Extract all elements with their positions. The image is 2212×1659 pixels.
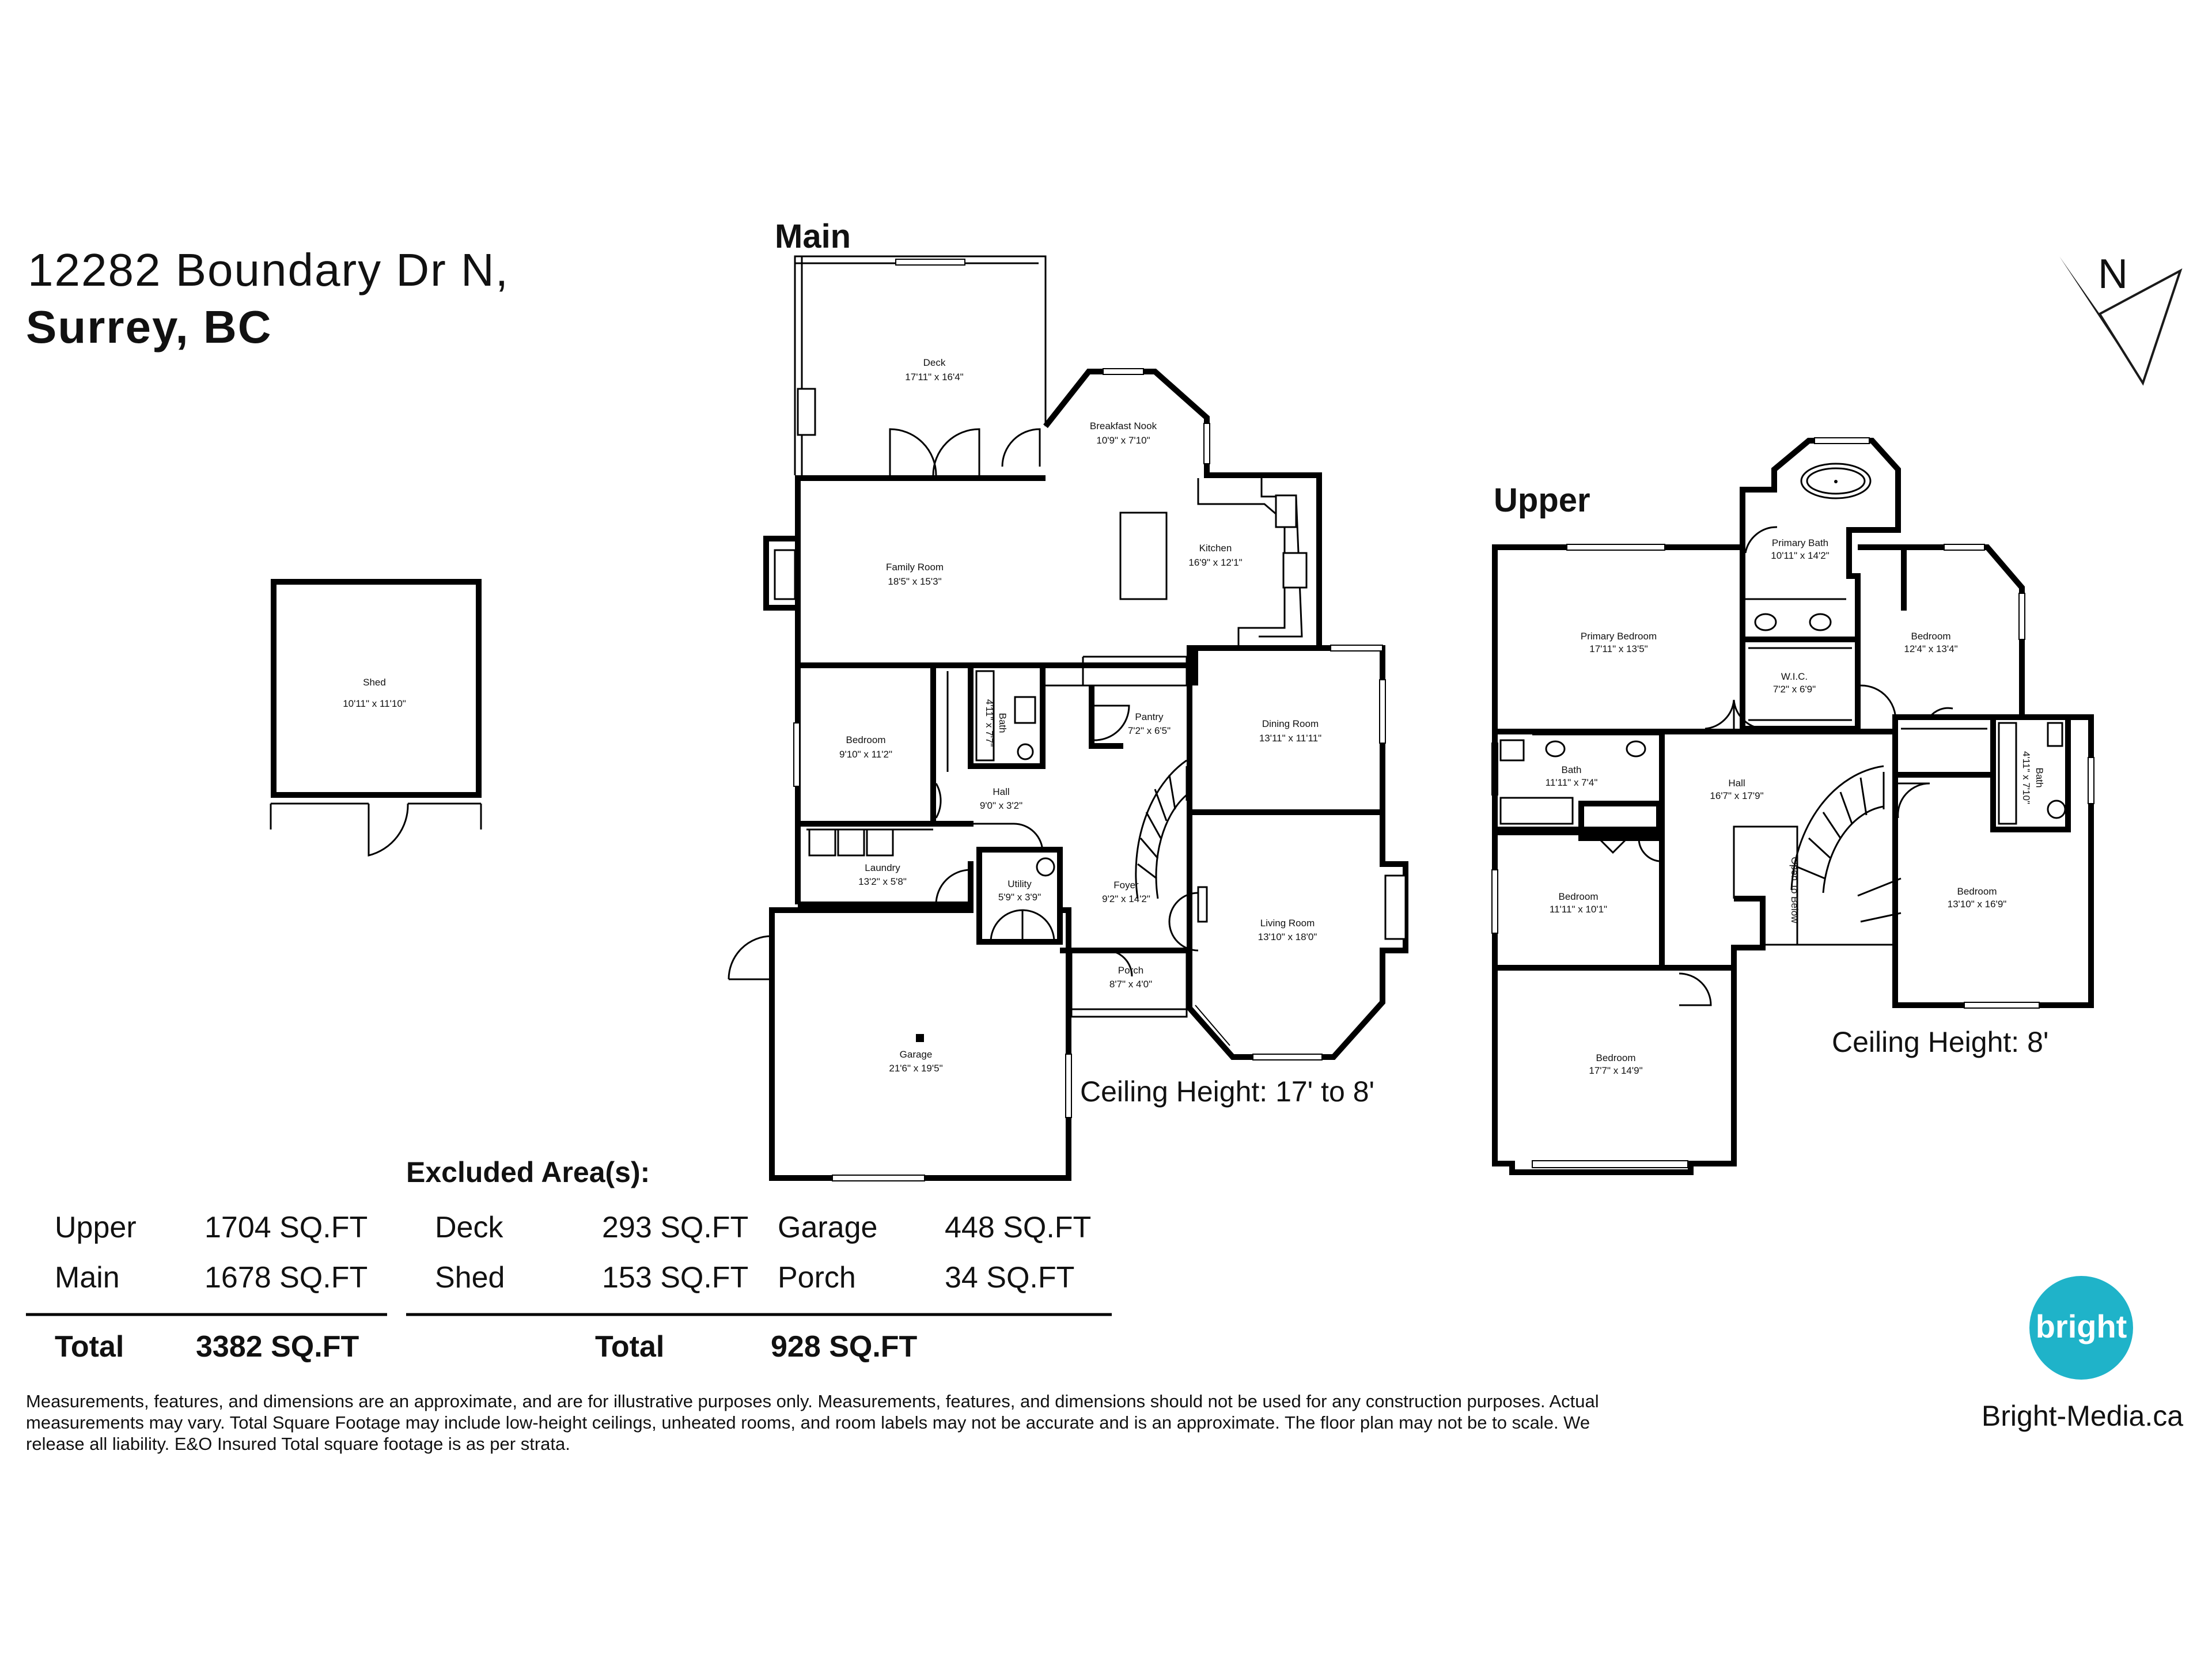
shed-dim: 10'11" x 11'10" [343,698,406,709]
upper-room-bedroom-w-dim: 11'11" x 10'1" [1550,904,1607,915]
disclaimer-line-2: measurements may vary. Total Square Foot… [26,1412,1590,1433]
main-room-deck-name: Deck [923,357,946,368]
excluded-value-shed: 153 SQ.FT [602,1261,748,1294]
upper-room-bedroom-e-name: Bedroom [1957,886,1997,897]
excluded-label-porch: Porch [778,1261,856,1294]
upper-room-open-below: Open To Below [1789,857,1800,924]
upper-room-bath-dim: 11'11" x 7'4" [1546,777,1598,788]
excluded-value-garage: 448 SQ.FT [945,1211,1091,1244]
excluded-value-porch: 34 SQ.FT [945,1261,1074,1294]
upper-room-bedroom-ne-name: Bedroom [1911,631,1951,642]
excluded-total-label: Total [595,1330,664,1363]
main-room-living-name: Living Room [1260,918,1315,929]
main-room-nook-name: Breakfast Nook [1090,421,1157,431]
upper-room-wic-dim: 7'2" x 6'9" [1773,684,1816,695]
upper-room-bath-name: Bath [1562,764,1582,775]
main-room-garage-dim: 21'6" x 19'5" [889,1063,942,1074]
upper-floor-plan: Primary Bath 10'11" x 14'2" Primary Bedr… [1491,437,2094,1175]
main-room-laundry-name: Laundry [865,862,900,873]
upper-room-bedroom-w-name: Bedroom [1559,891,1599,902]
excluded-label-deck: Deck [435,1211,503,1244]
north-label: N [2098,251,2128,297]
upper-room-primary-bedroom-dim: 17'11" x 13'5" [1589,643,1647,654]
main-room-utility-name: Utility [1007,878,1032,889]
upper-room-primary-bath-name: Primary Bath [1772,537,1828,548]
upper-floor-title: Upper [1494,482,1590,519]
brand-website: Bright-Media.ca [1982,1400,2183,1432]
upper-room-primary-bedroom-name: Primary Bedroom [1581,631,1657,642]
main-room-porch-dim: 8'7" x 4'0" [1109,979,1152,990]
excluded-label-garage: Garage [778,1211,877,1244]
upper-room-hall-name: Hall [1728,778,1745,789]
area-value-main: 1678 SQ.FT [204,1261,368,1294]
main-room-family-dim: 18'5" x 15'3" [888,576,941,587]
upper-ceiling-height: Ceiling Height: 8' [1832,1026,2048,1058]
main-room-bath-dim: 4'11" x 7'7" [984,699,995,747]
main-room-foyer-dim: 9'2" x 14'2" [1102,893,1150,904]
main-floor-plan: Deck 17'11" x 16'4" Breakfast Nook 10'9"… [728,255,1408,1181]
disclaimer-line-1: Measurements, features, and dimensions a… [26,1391,1599,1411]
area-label-main: Main [55,1261,120,1294]
main-room-bedroom-dim: 9'10" x 11'2" [839,749,892,760]
address-line-1: 12282 Boundary Dr N, [28,244,509,296]
upper-room-hall-dim: 16'7" x 17'9" [1710,790,1763,801]
excluded-title: Excluded Area(s): [406,1156,650,1188]
main-room-deck-dim: 17'11" x 16'4" [905,372,963,382]
main-room-garage-name: Garage [900,1049,933,1060]
upper-room-wic-name: W.I.C. [1781,671,1808,682]
main-room-nook-dim: 10'9" x 7'10" [1096,435,1150,446]
area-total-value: 3382 SQ.FT [196,1330,359,1363]
main-room-kitchen-dim: 16'9" x 12'1" [1188,557,1242,568]
main-room-living-dim: 13'10" x 18'0" [1258,931,1317,942]
excluded-total-value: 928 SQ.FT [771,1330,918,1363]
main-room-kitchen-name: Kitchen [1199,543,1232,554]
area-value-upper: 1704 SQ.FT [204,1211,368,1244]
excluded-value-deck: 293 SQ.FT [602,1211,748,1244]
upper-room-bedroom-ne-dim: 12'4" x 13'4" [1904,643,1957,654]
excluded-label-shed: Shed [435,1261,505,1294]
main-room-porch-name: Porch [1118,965,1143,976]
main-room-pantry-name: Pantry [1135,711,1164,722]
upper-room-bedroom-e-dim: 13'10" x 16'9" [1948,899,2007,910]
upper-room-bedroom-s-name: Bedroom [1596,1052,1636,1063]
disclaimer-line-3: release all liability. E&O Insured Total… [26,1434,570,1454]
main-room-hall-dim: 9'0" x 3'2" [980,800,1022,811]
shed-plan: Shed 10'11" x 11'10" [270,579,482,857]
main-room-dining-name: Dining Room [1262,718,1319,729]
area-label-upper: Upper [55,1211,137,1244]
upper-room-bath-small-dim: 4'11" x 7'10" [2021,751,2032,804]
main-room-utility-dim: 5'9" x 3'9" [998,892,1041,903]
area-total-label: Total [55,1330,124,1363]
main-ceiling-height: Ceiling Height: 17' to 8' [1080,1075,1374,1108]
address-line-2: Surrey, BC [26,301,272,353]
main-room-family-name: Family Room [886,562,944,573]
upper-room-bath-small-name: Bath [2034,768,2045,788]
main-room-bedroom-name: Bedroom [846,734,886,745]
main-room-foyer-name: Foyer [1113,880,1139,891]
bright-media-logo: bright [2029,1276,2133,1380]
main-room-hall-name: Hall [993,786,1009,797]
main-room-bath-name: Bath [997,713,1008,733]
shed-name: Shed [363,677,386,688]
upper-room-primary-bath-dim: 10'11" x 14'2" [1771,550,1829,561]
main-room-pantry-dim: 7'2" x 6'5" [1128,725,1171,736]
north-arrow-icon: N [2059,251,2183,386]
upper-room-bedroom-s-dim: 17'7" x 14'9" [1589,1065,1642,1076]
main-room-dining-dim: 13'11" x 11'11" [1259,733,1321,744]
main-room-laundry-dim: 13'2" x 5'8" [858,876,907,887]
logo-text: bright [2036,1308,2127,1344]
main-floor-title: Main [775,218,851,255]
